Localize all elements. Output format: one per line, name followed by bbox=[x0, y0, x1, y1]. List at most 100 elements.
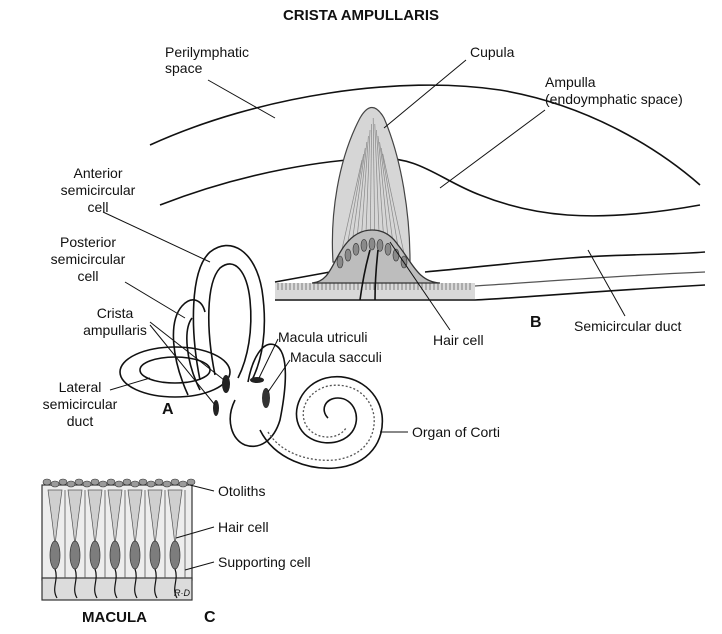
epithelium-cilia bbox=[277, 283, 471, 290]
hair-cell bbox=[344, 248, 352, 262]
crista-ampulla-dot-1 bbox=[222, 375, 230, 393]
crista-hair-cells bbox=[336, 237, 408, 269]
leader-macula-sacculi bbox=[267, 359, 291, 393]
label-semicircular-duct: Semicircular duct bbox=[574, 318, 681, 334]
label-otoliths: Otoliths bbox=[218, 483, 265, 499]
cupula-fiber bbox=[380, 147, 401, 259]
leader-cupula bbox=[383, 59, 467, 129]
hair-cell-body bbox=[69, 540, 81, 570]
otolith bbox=[178, 480, 188, 488]
perilymphatic-boundary bbox=[149, 84, 701, 186]
otolith bbox=[82, 480, 92, 488]
macula-panel bbox=[41, 478, 196, 601]
labyrinth-panel bbox=[119, 244, 384, 470]
lateral-canal-inner bbox=[139, 356, 211, 384]
crista-mound bbox=[311, 229, 441, 284]
anterior-canal-outer bbox=[192, 244, 266, 381]
label-anterior-3: cell bbox=[87, 199, 108, 215]
nerve-fiber bbox=[74, 568, 78, 599]
otolith bbox=[42, 478, 52, 486]
otolith bbox=[58, 478, 68, 486]
hair-cell bbox=[384, 242, 392, 256]
crista-ampulla-dot-2 bbox=[213, 400, 219, 416]
hair-tuft bbox=[107, 489, 123, 546]
label-lateral-1: Lateral bbox=[59, 379, 102, 395]
leader-ampulla bbox=[439, 109, 546, 189]
cochlea-outer bbox=[259, 376, 384, 470]
anterior-canal-inner bbox=[207, 263, 252, 379]
nerve-fiber-1 bbox=[359, 249, 371, 301]
hair-cell-body bbox=[169, 540, 181, 570]
semicircular-duct-wall-upper bbox=[274, 251, 706, 283]
label-posterior-1: Posterior bbox=[60, 234, 116, 250]
hair-cell-body bbox=[149, 540, 161, 570]
nerve-fiber bbox=[94, 568, 98, 599]
leader-hair-cell-c bbox=[175, 526, 215, 539]
label-lateral-2: semicircular bbox=[43, 396, 118, 412]
label-organ-of-corti: Organ of Corti bbox=[412, 424, 500, 440]
duct-lumen-line bbox=[474, 271, 706, 287]
label-perilymphatic-2: space bbox=[165, 60, 203, 76]
label-perilymphatic-1: Perilymphatic bbox=[165, 44, 249, 60]
otolith bbox=[106, 478, 116, 486]
hair-tuft bbox=[167, 489, 183, 546]
label-anterior-2: semicircular bbox=[61, 182, 136, 198]
otolith bbox=[138, 478, 148, 486]
label-crista-1: Crista bbox=[97, 305, 134, 321]
ampulla-wall bbox=[159, 157, 701, 217]
panel-letter-b: B bbox=[530, 314, 542, 331]
label-posterior-2: semicircular bbox=[51, 251, 126, 267]
label-ampulla-2: (endoymphatic space) bbox=[545, 91, 683, 107]
nerve-fiber bbox=[54, 568, 58, 599]
nerve-fiber bbox=[174, 568, 178, 599]
nerve-fiber bbox=[114, 568, 118, 599]
macula-title: MACULA bbox=[82, 609, 147, 626]
posterior-canal-outer bbox=[172, 299, 206, 396]
hair-cell bbox=[376, 239, 384, 252]
hair-tuft bbox=[147, 489, 163, 546]
otolith-layer bbox=[42, 478, 196, 488]
leader-crista-1 bbox=[149, 321, 225, 381]
cochlea-duct bbox=[267, 384, 375, 461]
otolith bbox=[122, 478, 132, 486]
leader-lateral bbox=[109, 377, 151, 391]
label-supporting-cell: Supporting cell bbox=[218, 554, 311, 570]
macula-basement bbox=[41, 577, 193, 601]
leader-perilymphatic bbox=[207, 79, 276, 119]
label-ampulla-1: Ampulla bbox=[545, 74, 596, 90]
nerve-fiber bbox=[134, 568, 138, 599]
label-macula-sacculi: Macula sacculi bbox=[290, 349, 382, 365]
hair-cell bbox=[368, 237, 376, 251]
label-lateral-3: duct bbox=[67, 413, 94, 429]
macula-utriculi-mark bbox=[250, 377, 264, 383]
hair-cell-body bbox=[49, 540, 61, 570]
label-posterior-3: cell bbox=[77, 268, 98, 284]
otolith bbox=[154, 478, 164, 486]
hair-cell bbox=[336, 255, 344, 269]
hair-cell-body bbox=[129, 540, 141, 570]
artist-signature: R·D bbox=[174, 588, 190, 598]
crista-ampullaris-panel bbox=[149, 84, 706, 301]
hair-cell-body bbox=[89, 540, 101, 570]
leader-macula-utriculi bbox=[258, 338, 279, 379]
lateral-canal-outer bbox=[119, 346, 231, 398]
label-hair-cell-c: Hair cell bbox=[218, 519, 269, 535]
label-macula-utriculi: Macula utriculi bbox=[278, 329, 367, 345]
leader-crista-2 bbox=[149, 324, 216, 406]
leader-posterior bbox=[124, 281, 186, 319]
semicircular-duct-wall-lower bbox=[275, 284, 706, 301]
leader-hair-cell-b bbox=[389, 241, 451, 331]
otolith bbox=[146, 480, 156, 488]
otolith bbox=[90, 478, 100, 486]
label-hair-cell-b: Hair cell bbox=[433, 332, 484, 348]
vestibule bbox=[229, 343, 287, 447]
leader-supporting-cell bbox=[184, 561, 215, 571]
otolith bbox=[50, 480, 60, 488]
leader-semicircular-duct bbox=[587, 249, 626, 317]
hair-cell bbox=[360, 239, 368, 252]
nerve-fiber-2 bbox=[374, 249, 379, 301]
otolith bbox=[98, 480, 108, 488]
label-cupula: Cupula bbox=[470, 44, 515, 60]
